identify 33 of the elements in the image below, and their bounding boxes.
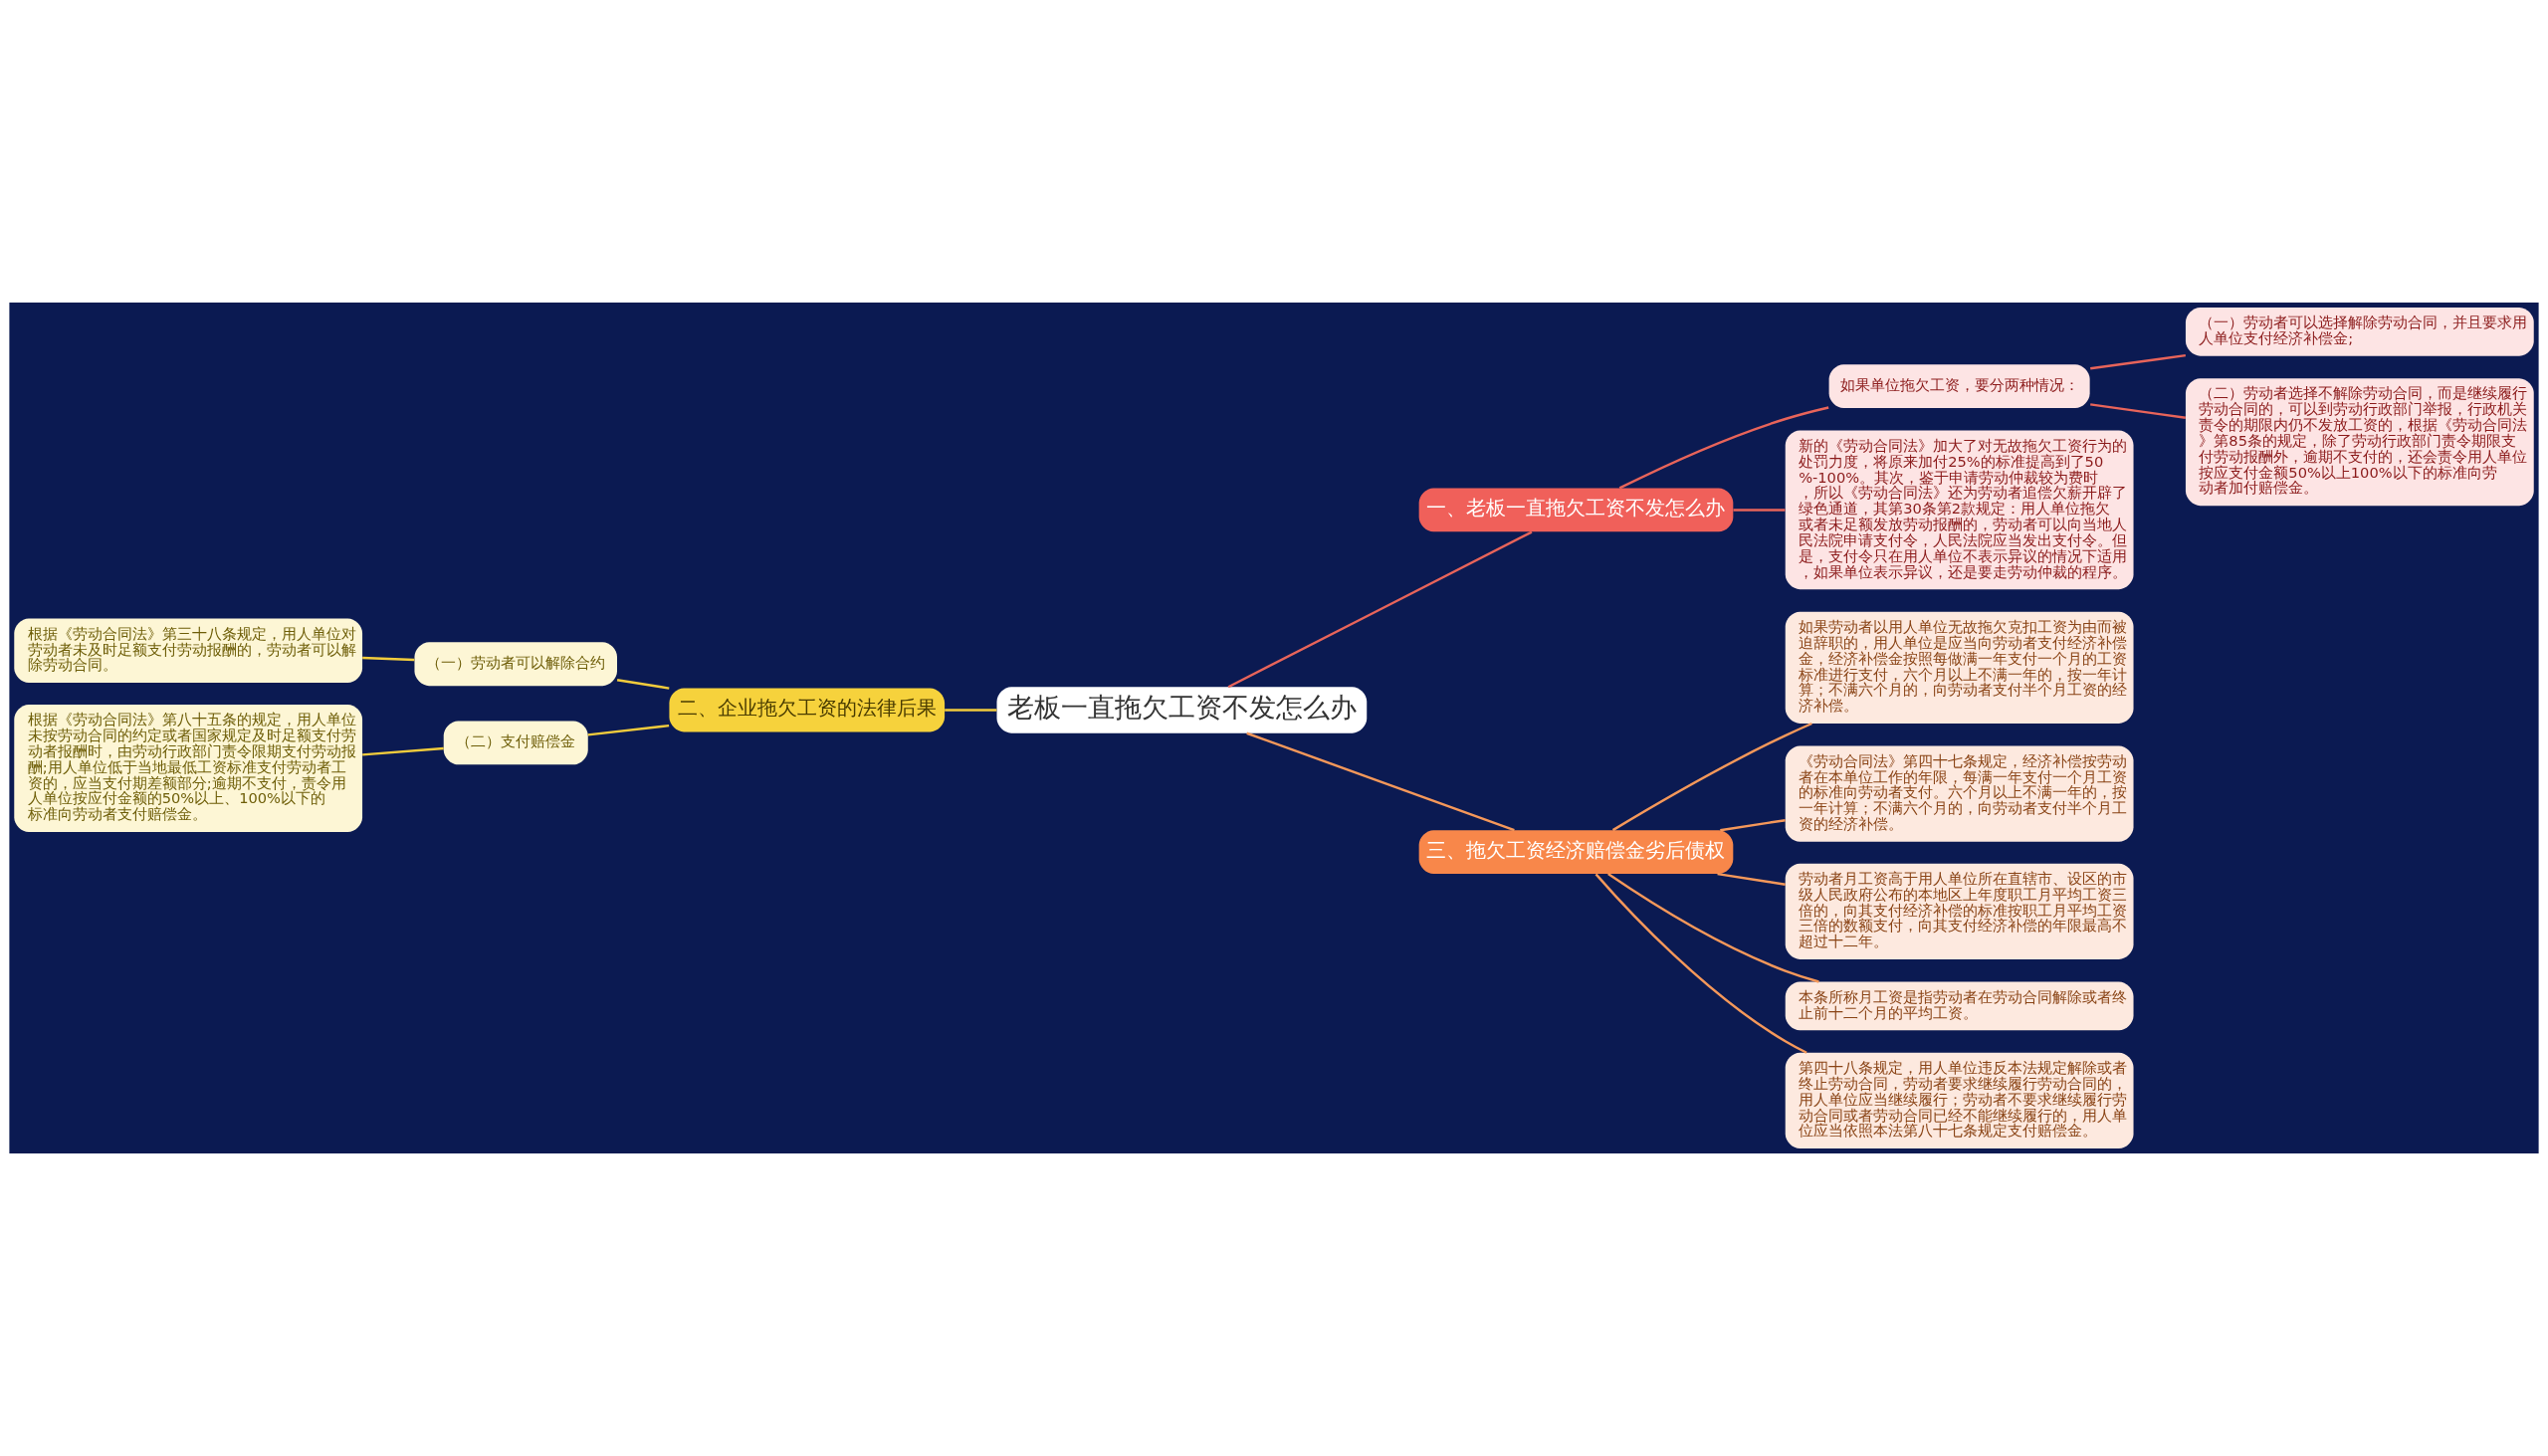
connector xyxy=(1717,872,1786,886)
node-box: 根据《劳动合同法》第三十八条规定，用人单位对劳动者未及时足额支付劳动报酬的，劳动者可以解除劳动合同。 xyxy=(14,618,363,684)
node-box: （二）劳动者选择不解除劳动合同，而是继续履行劳动合同的，可以到劳动行政部门举报，行政机关责令的期限内仍不发放工资的，根据《劳动合同法》第85条的规定，除了劳动行政部门责令期限支付劳动报酬外，逾期不支付的，还会责令用人单位按应支付金额50%以上100%以下的标准向劳动者加付赔偿金。 xyxy=(2185,378,2534,507)
node-box: 二、企业拖欠工资的法律后果 xyxy=(669,688,946,732)
connector xyxy=(587,724,670,736)
connector xyxy=(945,709,997,712)
connector xyxy=(362,656,415,662)
node-box: （一）劳动者可以解除合约 xyxy=(414,642,617,687)
node-box: 《劳动合同法》第四十七条规定，经济补偿按劳动者在本单位工作的年限，每满一年支付一个月工资的标准向劳动者支付。六个月以上不满一年的，按一年计算；不满六个月的，向劳动者支付半个月工资的经济补偿。 xyxy=(1785,745,2134,842)
node-box: 劳动者月工资高于用人单位所在直辖市、设区的市级人民政府公布的本地区上年度职工月平均工资三倍的，向其支付经济补偿的标准按职工月平均工资三倍的数额支付，向其支付经济补偿的年限最高不超过十二年。 xyxy=(1785,863,2134,959)
node-box: （一）劳动者可以选择解除劳动合同，并且要求用人单位支付经济补偿金; xyxy=(2185,307,2534,356)
node-box: 本条所称月工资是指劳动者在劳动合同解除或者终止前十二个月的平均工资。 xyxy=(1785,981,2134,1031)
connector xyxy=(1733,509,1786,512)
connector xyxy=(2090,403,2186,419)
connector xyxy=(1227,530,1533,689)
node-box: 三、拖欠工资经济赔偿金劣后债权 xyxy=(1418,830,1734,875)
connector xyxy=(616,679,670,690)
connector xyxy=(1607,873,1819,983)
connector xyxy=(362,746,444,756)
node-box: 老板一直拖欠工资不发怎么办 xyxy=(996,687,1368,733)
connector xyxy=(1611,722,1812,832)
connector xyxy=(1594,873,1807,1054)
connector xyxy=(1246,731,1515,832)
node-box: 第四十八条规定，用人单位违反本法规定解除或者终止劳动合同，劳动者要求继续履行劳动合同的，用人单位应当继续履行；劳动者不要求继续履行劳动合同或者劳动合同已经不能继续履行的，用人单位应当依照本法第八十七条规定支付赔偿金。 xyxy=(1785,1052,2134,1149)
connector xyxy=(2090,353,2186,370)
node-box: 如果劳动者以用人单位无故拖欠克扣工资为由而被迫辞职的，用人单位是应当向劳动者支付经济补偿金，经济补偿金按照每做满一年支付一个月的工资标准进行支付，六个月以上不满一年的，按一年计算；不满六个月的，向劳动者支付半个月工资的经济补偿。 xyxy=(1785,611,2134,724)
node-box: 一、老板一直拖欠工资不发怎么办 xyxy=(1418,488,1734,532)
node-box: 如果单位拖欠工资，要分两种情况： xyxy=(1828,364,2090,409)
node-box: （二）支付赔偿金 xyxy=(443,721,588,765)
node-box: 新的《劳动合同法》加大了对无故拖欠工资行为的处罚力度，将原来加付25%的标准提高到了50%-100%。其次，鉴于申请劳动仲裁较为费时，所以《劳动合同法》还为劳动者追偿欠薪开辟了绿色通道，其第30条第2款规定：用人单位拖欠或者未足额发放劳动报酬的，劳动者可以向当地人民法院申请支付令，人民法院应当发出支付令。但是，支付令只在用人单位不表示异议的情况下适用，如果单位表示异议，还是要走劳动仲裁的程序。 xyxy=(1785,430,2134,590)
connector xyxy=(1720,819,1786,832)
node-box: 根据《劳动合同法》第八十五条的规定，用人单位未按劳动合同的约定或者国家规定及时足额支付劳动者报酬时，由劳动行政部门责令限期支付劳动报酬;用人单位低于当地最低工资标准支付劳动者工资的，应当支付期差额部分;逾期不支付，责令用人单位按应付金额的50%以上、100%以下的标准向劳动者支付赔偿金。 xyxy=(14,705,363,832)
connector xyxy=(1618,406,1829,490)
